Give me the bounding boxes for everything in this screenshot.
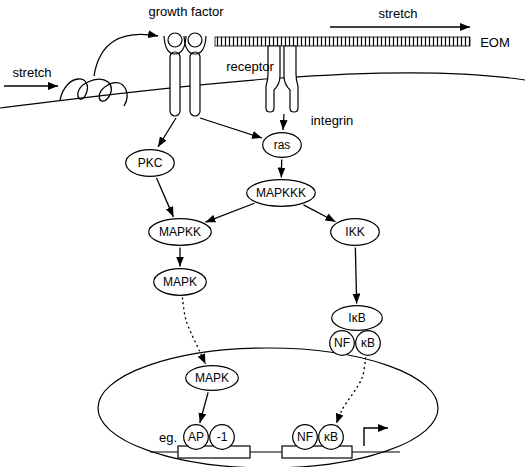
molecule-node: κB	[355, 330, 381, 356]
annotation-label: stretch	[12, 65, 51, 80]
release-arrow	[94, 34, 158, 76]
molecule-node: -1	[209, 424, 235, 450]
growth-factor-ligand	[188, 33, 202, 47]
ellipse-outline	[149, 219, 212, 246]
signal-arrow	[281, 159, 283, 177]
annotation-label: EOM	[480, 35, 510, 50]
signal-arrow	[200, 118, 262, 138]
molecule-node: κB	[318, 424, 344, 450]
molecule-name: κB	[324, 431, 338, 444]
ellipse-outline	[210, 425, 235, 450]
signal-arrow	[179, 248, 180, 267]
integrin-subunit	[284, 46, 298, 112]
signal-arrow	[355, 247, 356, 303]
ellipse-outline	[186, 366, 239, 391]
ellipse-outline	[356, 331, 381, 356]
signal-arrow	[283, 114, 284, 130]
stretch-channel	[60, 79, 127, 106]
promoter-element	[178, 446, 250, 458]
molecule-node: MAPK	[185, 365, 239, 391]
molecule-name: MAPKKK	[256, 187, 306, 200]
ellipse-outline	[247, 180, 316, 207]
molecule-name: NF	[334, 337, 350, 350]
signal-arrow	[158, 118, 176, 147]
molecule-name: κB	[361, 337, 375, 350]
molecule-node: ras	[262, 132, 302, 158]
molecule-name: AP	[188, 431, 204, 444]
ellipse-outline	[263, 133, 302, 158]
translocation-arrow	[336, 357, 365, 423]
nucleus-outline	[98, 348, 438, 467]
molecule-node: IKK	[330, 218, 380, 246]
molecule-name: -1	[217, 431, 228, 444]
annotation-label: eg.	[159, 430, 177, 445]
stretch-arrow	[4, 85, 58, 86]
ellipse-outline	[184, 425, 209, 450]
molecule-name: PKC	[138, 157, 163, 170]
signal-arrow	[303, 205, 335, 222]
annotation-label: integrin	[311, 113, 354, 128]
stretch-arrow	[330, 26, 470, 27]
integrin-subunit	[266, 46, 280, 112]
ellipse-outline	[330, 331, 355, 356]
receptor-subunit	[170, 52, 180, 116]
molecule-node: PKC	[125, 149, 175, 177]
promoter-element	[282, 446, 352, 458]
ellipse-outline	[319, 425, 344, 450]
growth-factor-ligand	[168, 33, 182, 47]
ellipse-outline	[126, 150, 175, 177]
annotation-label: receptor	[226, 59, 274, 74]
annotation-label: stretch	[378, 6, 417, 21]
molecule-node: AP	[183, 424, 209, 450]
ellipse-outline	[331, 219, 380, 246]
transcription-arrow	[364, 428, 388, 446]
ellipse-outline	[154, 269, 207, 296]
cell-membrane	[0, 73, 525, 108]
ellipse-outline	[332, 306, 383, 331]
translocation-arrow	[182, 297, 205, 364]
ellipse-outline	[293, 425, 318, 450]
molecule-node: NF	[292, 424, 318, 450]
molecule-name: MAPK	[163, 276, 197, 289]
signal-arrow	[205, 203, 254, 222]
molecule-name: MAPKK	[159, 226, 201, 239]
eom-bar	[215, 37, 470, 46]
signal-arrow	[157, 178, 174, 217]
molecule-name: IκB	[348, 312, 365, 325]
molecule-node: MAPKK	[148, 218, 212, 246]
receptor-subunit	[190, 52, 200, 116]
molecule-node: MAPKKK	[246, 179, 316, 207]
molecule-node: MAPK	[153, 268, 207, 296]
molecule-node: NF	[329, 330, 355, 356]
molecule-name: IKK	[345, 226, 364, 239]
molecule-name: NF	[297, 431, 313, 444]
molecule-name: ras	[274, 139, 291, 152]
molecule-node: IκB	[331, 305, 383, 331]
molecule-name: MAPK	[195, 372, 229, 385]
annotation-label: growth factor	[148, 4, 223, 19]
signal-arrow	[200, 392, 208, 423]
